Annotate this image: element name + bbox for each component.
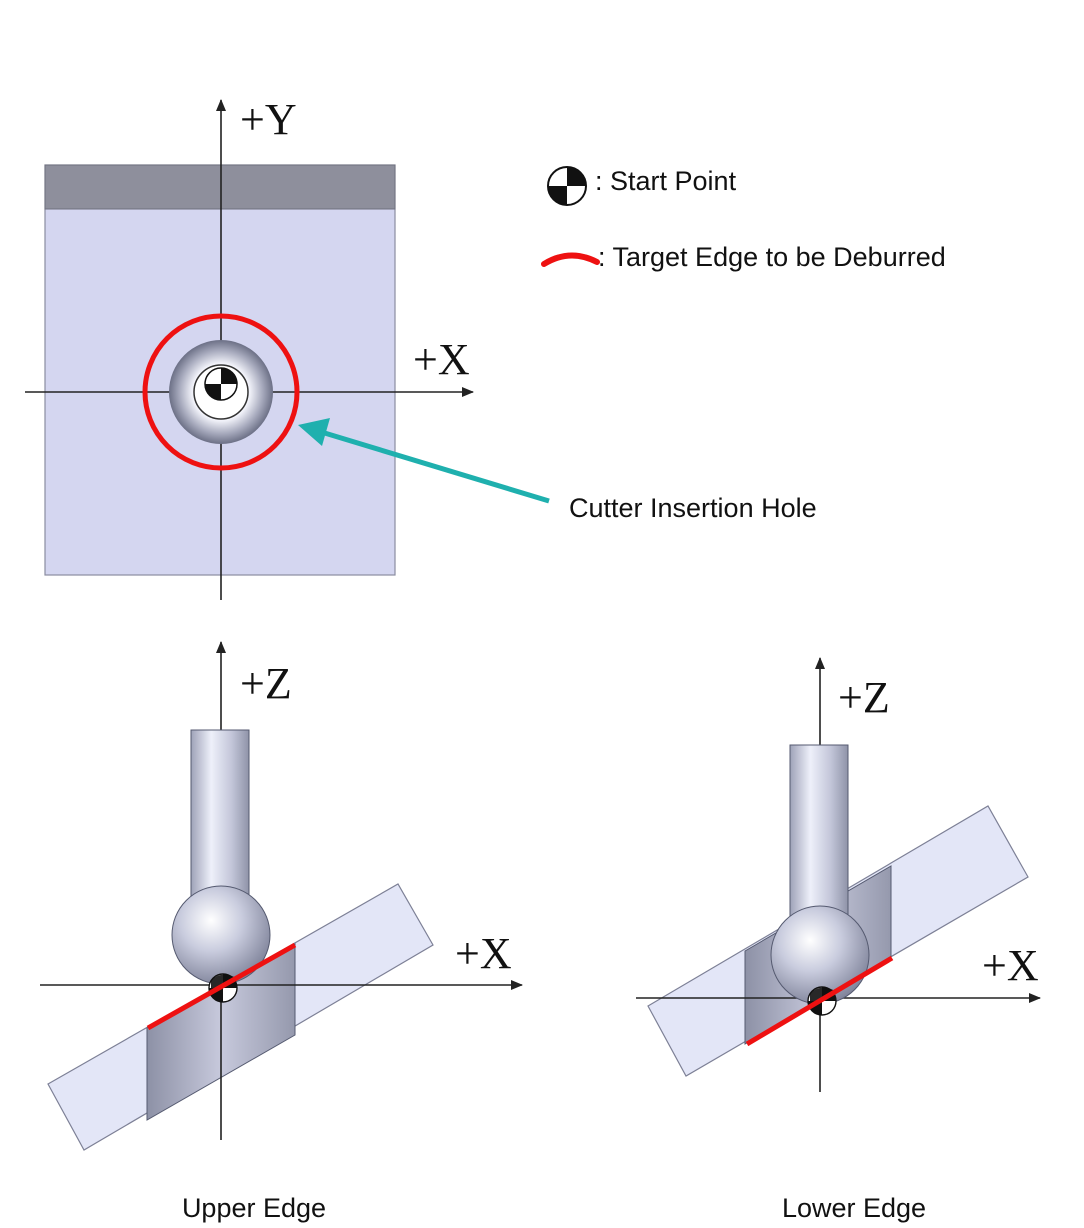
legend-target-edge: : Target Edge to be Deburred xyxy=(598,242,946,272)
tool-shaft-lower xyxy=(789,744,849,921)
plate-top-band xyxy=(44,164,396,210)
axis-z-label-upper: +Z xyxy=(240,659,292,708)
start-point-icon xyxy=(547,166,587,206)
axis-x-label: +X xyxy=(413,335,470,384)
callout-arrow xyxy=(298,418,550,504)
axis-x-label-lower: +X xyxy=(982,941,1039,990)
upper-edge-view: +Z +X Upper Edge xyxy=(40,641,523,1223)
callout-label: Cutter Insertion Hole xyxy=(569,493,817,523)
caption-lower-edge: Lower Edge xyxy=(782,1193,926,1223)
target-edge-circle xyxy=(142,313,300,471)
hole-start-point-icon xyxy=(204,367,238,401)
legend: : Start Point : Target Edge to be Deburr… xyxy=(541,166,946,272)
target-edge-lower xyxy=(745,955,894,1047)
axis-z-label-lower: +Z xyxy=(838,673,890,722)
target-edge-upper xyxy=(146,942,297,1031)
lower-edge-view: +Z +X Lower Edge xyxy=(636,657,1041,1223)
caption-upper-edge: Upper Edge xyxy=(182,1193,326,1223)
target-edge-icon xyxy=(541,252,600,267)
axis-x-label-upper: +X xyxy=(455,929,512,978)
tool-shaft-upper xyxy=(190,729,250,906)
axis-y-label: +Y xyxy=(240,95,297,144)
top-view: +Y +X Cutter Insertion Hole xyxy=(25,95,817,600)
legend-start-point: : Start Point xyxy=(595,166,737,196)
